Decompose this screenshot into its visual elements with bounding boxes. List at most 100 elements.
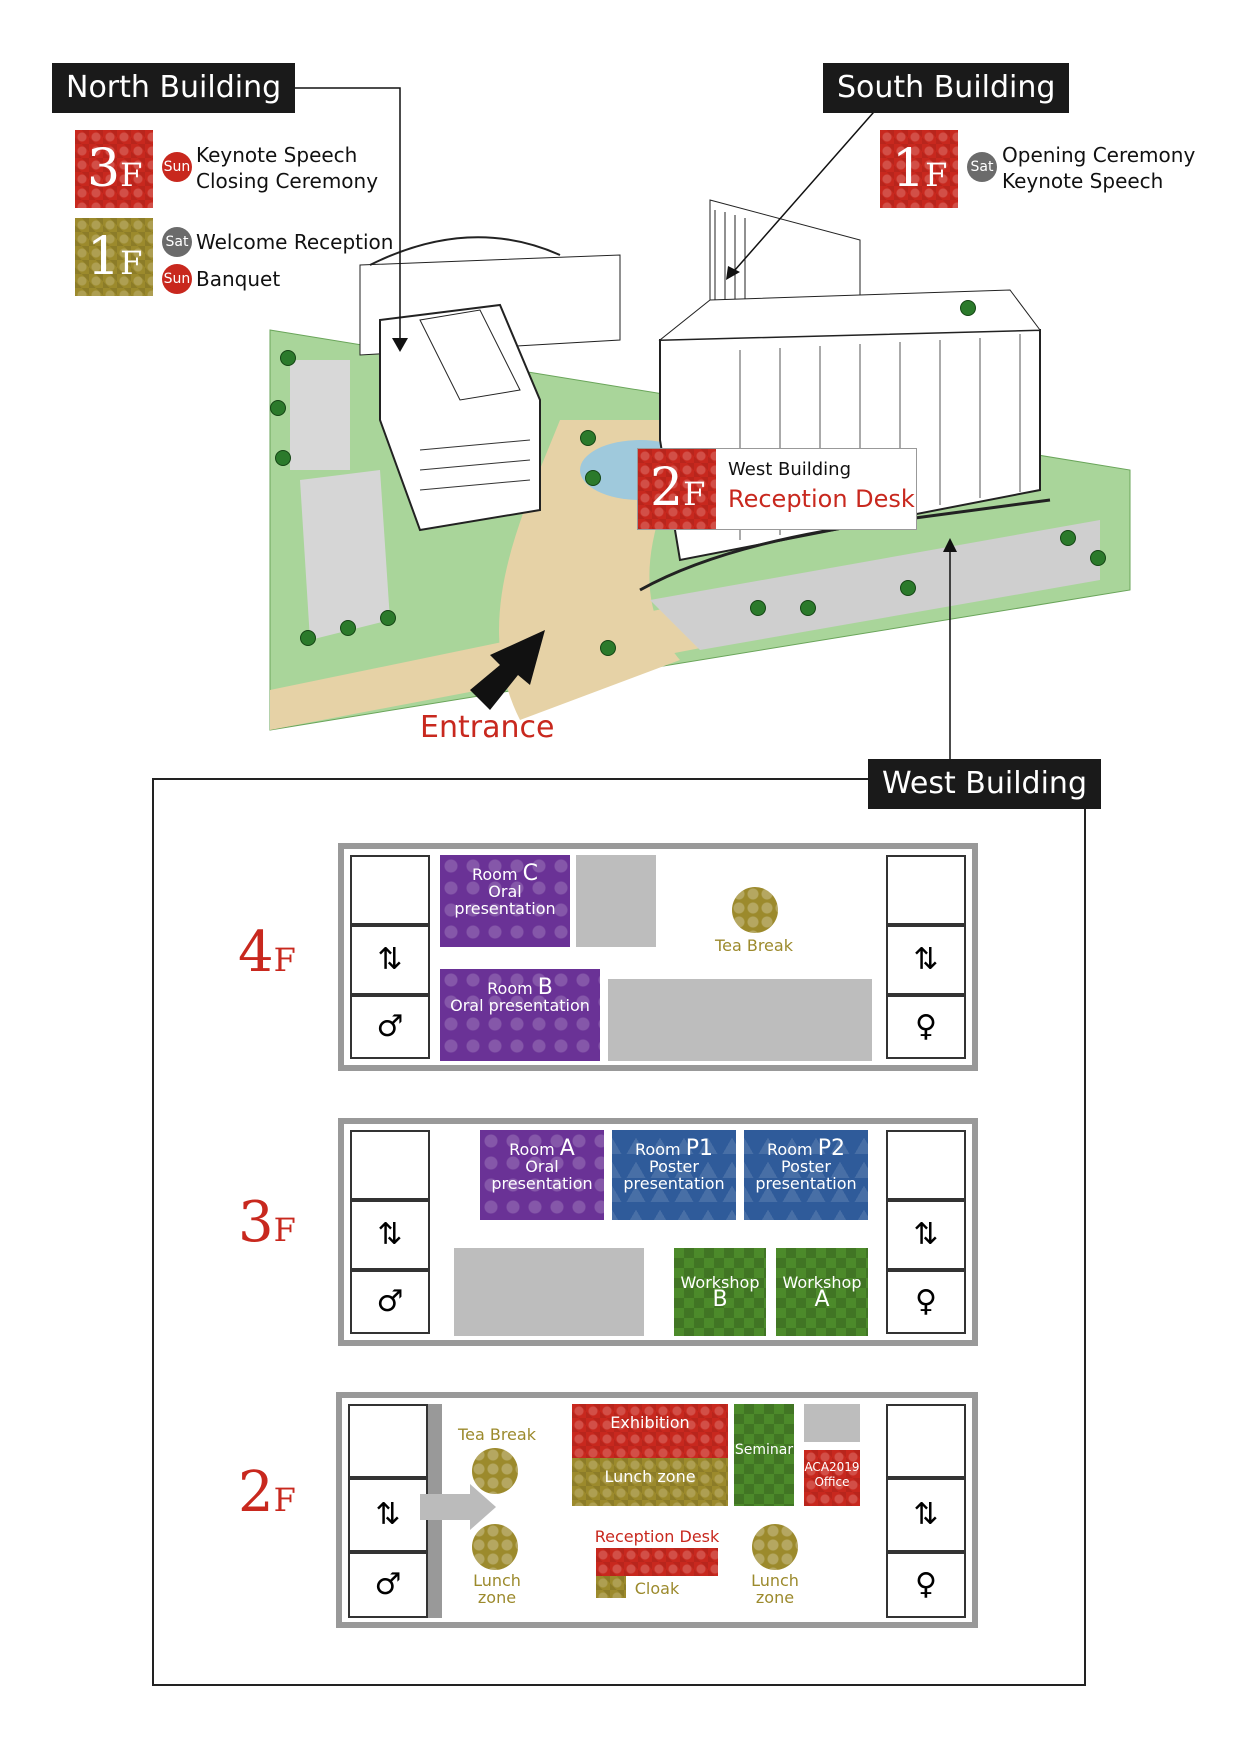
stairs-icon [886,855,966,925]
tree-icon [800,600,816,616]
unused-area [576,855,656,947]
room-id: P1 [685,1136,713,1161]
floor-3f-label: 3F [238,1190,296,1255]
workshop-name: Workshop [680,1273,760,1292]
lunch-zone-label: Lunch zone [473,1571,521,1607]
cloak-swatch [596,1576,626,1598]
workshop-name: Workshop [782,1273,862,1292]
workshop-id: A [814,1287,830,1312]
floor-number: 3 [238,1190,274,1255]
tea-break-label: Tea Break [458,1425,536,1444]
room-name: Room [767,1140,813,1159]
tree-icon [1090,550,1106,566]
womens-restroom-icon: ♀ [886,1270,966,1334]
floor-unit: F [273,941,296,979]
exhibition-label: Exhibition [610,1413,690,1432]
room-id: A [559,1136,575,1161]
sun-badge: Sun [162,264,192,294]
floor-number: 3 [87,139,121,199]
floor-2f-plan: ⇅ ♂ Tea Break Lunch zone Exhibition Lunc… [336,1392,978,1628]
womens-restroom-icon: ♀ [886,1552,966,1618]
mens-restroom-icon: ♂ [350,995,430,1059]
floor-4f-label: 4F [238,920,296,985]
exhibition-area[interactable]: Exhibition [572,1404,728,1458]
entrance-label: Entrance [420,710,555,745]
room-name: Room [635,1140,681,1159]
west-building-panel [152,778,1086,1686]
room-id: C [522,861,539,886]
sat-badge: Sat [162,227,192,257]
workshop-id: B [712,1287,728,1312]
reception-callout: 2F West Building Reception Desk [637,448,917,530]
tree-icon [750,600,766,616]
event-label: Keynote Speech [1002,169,1164,193]
floor-number: 2 [238,1460,274,1525]
lunch-zone-icon [472,1524,518,1570]
floor-number: 1 [87,227,121,287]
tree-icon [300,630,316,646]
campus-illustration [269,87,1131,760]
floor-unit: F [683,475,706,513]
stairs-icon [348,1404,428,1478]
floor-unit: F [120,244,143,282]
unused-area [454,1248,644,1336]
floor-number: 2 [650,458,684,518]
seminar-room[interactable]: Seminar [734,1404,794,1506]
callout-building: West Building [728,459,851,480]
event-label: Keynote Speech [196,143,358,167]
elevator-icon: ⇅ [886,925,966,995]
mens-restroom-icon: ♂ [348,1552,428,1618]
lunch-zone-label: Lunch zone [604,1467,696,1486]
unused-area [608,979,872,1061]
floor-unit: F [273,1211,296,1249]
unused-area [804,1404,860,1442]
tree-icon [960,300,976,316]
room-id: B [537,975,553,1000]
room-type: Oral presentation [454,882,556,918]
event-label: Closing Ceremony [196,169,379,193]
direction-arrow-icon [420,1494,470,1520]
stairs-icon [350,855,430,925]
room-name: Room [471,865,518,884]
elevator-icon: ⇅ [350,925,430,995]
floor-unit: F [273,1481,296,1519]
reception-desk[interactable] [596,1548,718,1576]
room-type: Oral presentation [450,996,590,1015]
elevator-icon: ⇅ [350,1200,430,1270]
callout-desk: Reception Desk [728,485,915,513]
tree-icon [600,640,616,656]
room-name: Room [487,979,533,998]
south-1f-badge: 1F [880,130,958,208]
tree-icon [1060,530,1076,546]
lunch-zone-area[interactable]: Lunch zone [572,1458,728,1506]
north-1f-badge: 1F [75,218,153,296]
sat-badge: Sat [967,152,997,182]
tree-icon [380,610,396,626]
tree-icon [270,400,286,416]
tree-icon [275,450,291,466]
room-type: Poster presentation [755,1157,857,1193]
north-building-label: North Building [52,63,296,113]
tree-icon [280,350,296,366]
stairs-icon [350,1130,430,1200]
stairs-icon [886,1404,966,1478]
mens-restroom-icon: ♂ [350,1270,430,1334]
reception-desk-label: Reception Desk [594,1527,720,1546]
floor-unit: F [120,156,143,194]
west-2f-badge: 2F [638,449,716,529]
room-type: Oral presentation [491,1157,593,1193]
tree-icon [340,620,356,636]
stairs-icon [886,1130,966,1200]
elevator-icon: ⇅ [886,1200,966,1270]
office-room[interactable]: ACA2019 Office [804,1450,860,1506]
room-id: P2 [817,1136,845,1161]
